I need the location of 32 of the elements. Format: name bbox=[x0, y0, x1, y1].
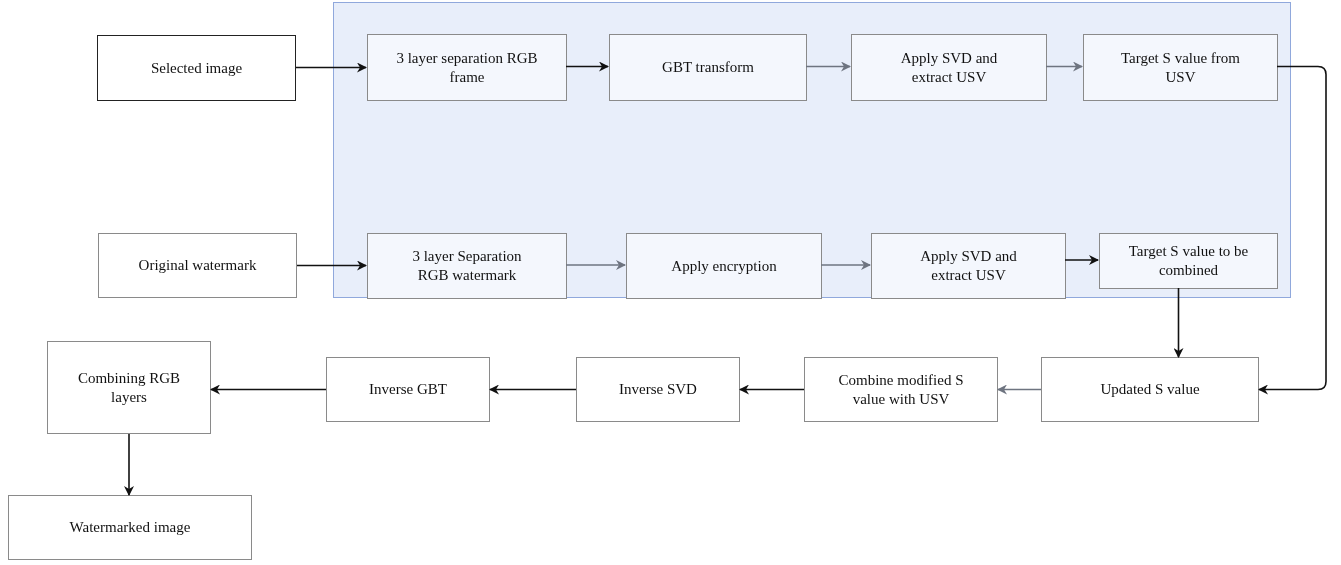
group-panel bbox=[333, 2, 1291, 298]
process-box: Inverse GBT bbox=[326, 357, 490, 422]
arrow bbox=[1045, 61, 1083, 72]
process-box: Target S value to be combined bbox=[1099, 233, 1278, 289]
arrow bbox=[997, 384, 1042, 395]
arrow bbox=[565, 61, 609, 72]
arrow bbox=[296, 260, 367, 271]
process-box: Inverse SVD bbox=[576, 357, 740, 422]
process-box: Original watermark bbox=[98, 233, 297, 298]
process-box: 3 layer separation RGB frame bbox=[367, 34, 567, 101]
process-box: Combine modified S value with USV bbox=[804, 357, 998, 422]
process-box: Watermarked image bbox=[8, 495, 252, 560]
process-box: GBT transform bbox=[609, 34, 807, 101]
process-box: Selected image bbox=[97, 35, 296, 101]
process-box: Apply SVD and extract USV bbox=[851, 34, 1047, 101]
arrow bbox=[489, 384, 577, 395]
arrow bbox=[1258, 65, 1327, 395]
arrow bbox=[805, 61, 851, 72]
arrow bbox=[1173, 287, 1184, 358]
arrow bbox=[210, 384, 327, 395]
arrow bbox=[1064, 255, 1099, 265]
process-box: Combining RGB layers bbox=[47, 341, 211, 434]
arrow bbox=[820, 260, 871, 270]
arrow bbox=[565, 260, 626, 270]
process-box: Updated S value bbox=[1041, 357, 1259, 422]
process-box: Apply SVD and extract USV bbox=[871, 233, 1066, 299]
process-box: 3 layer Separation RGB watermark bbox=[367, 233, 567, 299]
process-box: Apply encryption bbox=[626, 233, 822, 299]
arrow bbox=[295, 62, 367, 73]
arrow bbox=[739, 384, 805, 395]
arrow bbox=[124, 433, 134, 496]
process-box: Target S value from USV bbox=[1083, 34, 1278, 101]
